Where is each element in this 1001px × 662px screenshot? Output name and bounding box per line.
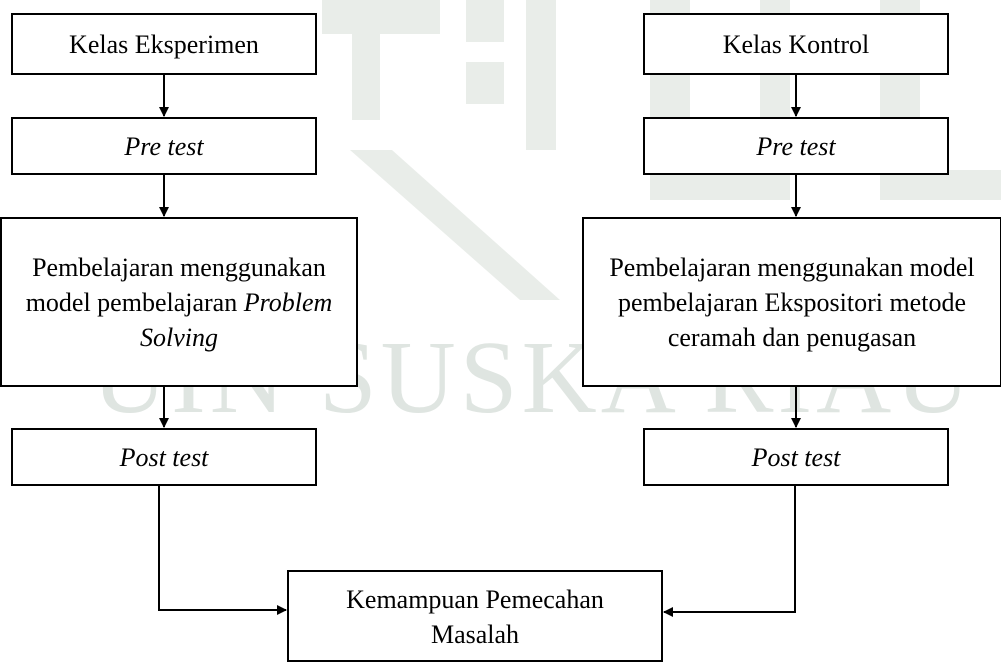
treatment-right-text: Pembelajaran menggunakan model pembelaja… (609, 252, 975, 352)
arrow-right-to-outcome (663, 486, 796, 617)
pre-test-right-label: Pre test (756, 131, 836, 161)
arrow-left-to-outcome (158, 486, 287, 615)
post-test-right-label: Post test (751, 442, 841, 472)
box-kelas-eksperimen: Kelas Eksperimen (11, 13, 317, 75)
box-pre-test-left: Pre test (11, 117, 317, 175)
box-outcome: Kemampuan Pemecahan Masalah (287, 570, 663, 662)
treatment-left-plain: Pembelajaran menggunakan model pembelaja… (25, 252, 326, 317)
treatment-left-italic: Problem Solving (140, 287, 333, 352)
treatment-left-text: Pembelajaran menggunakan model pembelaja… (24, 250, 334, 355)
box-post-test-left: Post test (11, 428, 317, 486)
box-pre-test-right: Pre test (643, 117, 949, 175)
pre-test-left-label: Pre test (124, 131, 204, 161)
outcome-label: Kemampuan Pemecahan Masalah (346, 585, 604, 649)
kelas-kontrol-label: Kelas Kontrol (722, 29, 870, 59)
box-treatment-left: Pembelajaran menggunakan model pembelaja… (0, 217, 358, 387)
post-test-left-label: Post test (119, 442, 209, 472)
box-kelas-kontrol: Kelas Kontrol (643, 13, 949, 75)
box-treatment-right: Pembelajaran menggunakan model pembelaja… (582, 217, 1001, 387)
kelas-eksperimen-label: Kelas Eksperimen (69, 29, 259, 59)
box-post-test-right: Post test (643, 428, 949, 486)
